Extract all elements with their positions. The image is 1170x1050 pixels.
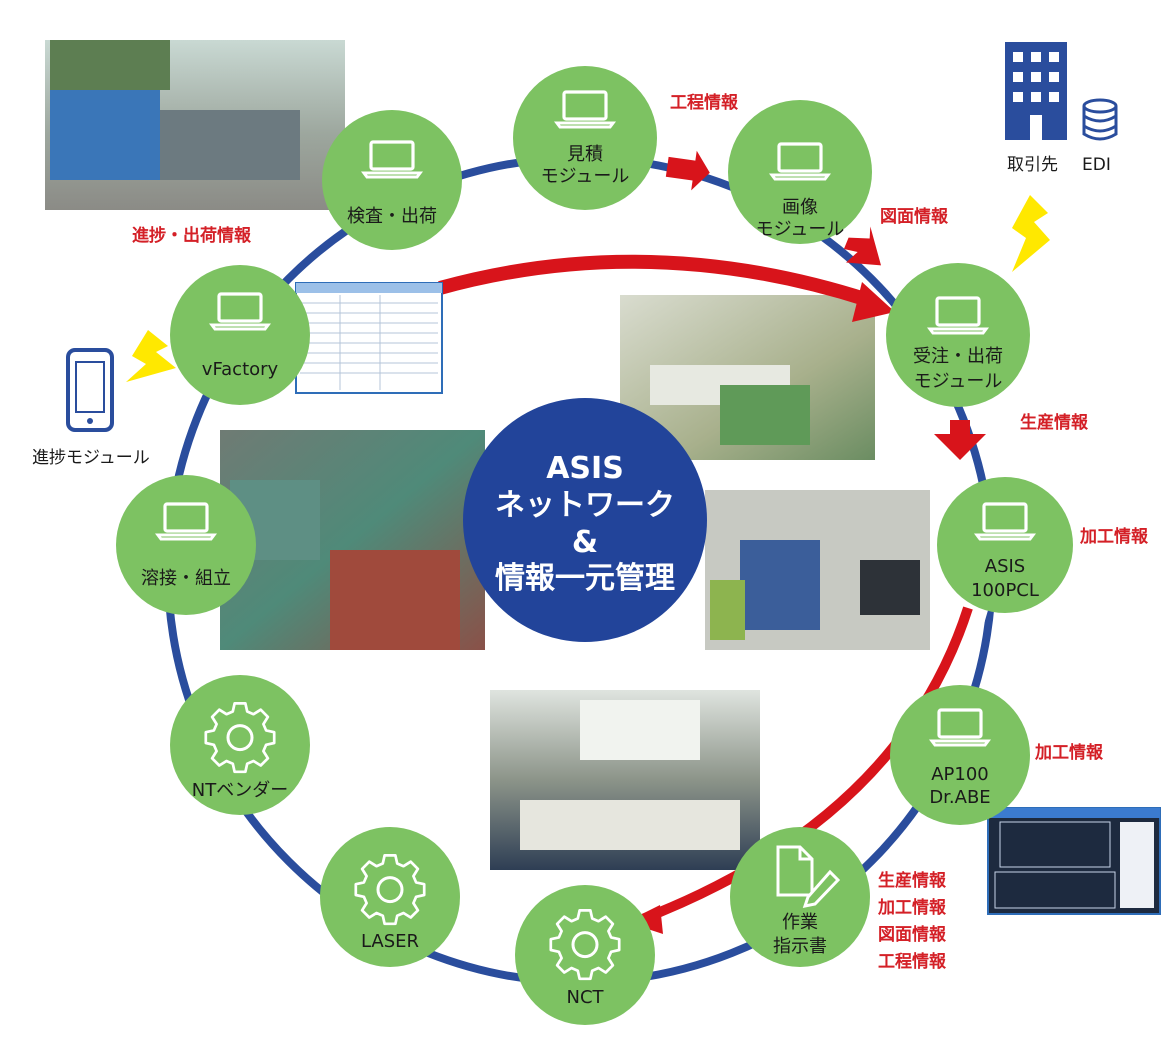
svg-text:NCT: NCT xyxy=(566,987,604,1008)
label-edi: EDI xyxy=(1082,155,1111,175)
data-flow-arrow-vfactory xyxy=(438,254,871,307)
label-shinchoku: 進捗・出荷情報 xyxy=(132,225,252,246)
photo-meeting-room xyxy=(490,690,760,870)
svg-text:モジュール: モジュール xyxy=(914,371,1003,392)
svg-text:100PCL: 100PCL xyxy=(971,580,1039,601)
svg-text:指示書: 指示書 xyxy=(773,936,827,957)
label-zumen: 図面情報 xyxy=(880,206,949,227)
arrow-seisan xyxy=(934,420,986,460)
svg-text:AP100: AP100 xyxy=(931,764,989,785)
vfactory-screenshot xyxy=(295,282,443,394)
node-ntbender[interactable]: NTベンダー xyxy=(170,675,310,815)
photo-truck-depot xyxy=(45,40,345,210)
svg-text:画像: 画像 xyxy=(782,197,818,218)
svg-text:溶接・組立: 溶接・組立 xyxy=(141,568,231,589)
svg-text:vFactory: vFactory xyxy=(202,359,279,380)
center-line-3: & xyxy=(572,525,598,560)
arrow-head xyxy=(852,282,895,322)
label-koutei: 工程情報 xyxy=(670,92,739,113)
center-line-1: ASIS xyxy=(546,451,624,486)
node-laser[interactable]: LASER xyxy=(320,827,460,967)
node-mitsumori[interactable]: 見積 モジュール xyxy=(513,66,657,210)
lightning-bolt-icon xyxy=(1012,195,1050,272)
document-pen-icon xyxy=(776,845,841,908)
smartphone-icon xyxy=(66,348,114,432)
svg-text:作業: 作業 xyxy=(782,912,818,933)
lightning-bolt-icon xyxy=(126,330,176,382)
node-ap100[interactable]: AP100 Dr.ABE xyxy=(890,685,1030,825)
photo-factory-floor xyxy=(220,430,485,650)
node-gazou[interactable]: 画像 モジュール xyxy=(728,100,872,244)
data-flow-line-red xyxy=(638,606,973,925)
arrow-zumen xyxy=(843,226,882,266)
center-line-4: 情報一元管理 xyxy=(495,561,675,596)
node-kensa[interactable]: 検査・出荷 xyxy=(322,110,462,250)
svg-text:LASER: LASER xyxy=(361,931,419,952)
node-vfactory[interactable]: vFactory xyxy=(170,265,310,405)
arrow-koutei xyxy=(665,150,710,191)
svg-text:ASIS: ASIS xyxy=(985,556,1025,577)
svg-text:モジュール: モジュール xyxy=(541,166,630,187)
label-kakou-2: 加工情報 xyxy=(1034,742,1104,763)
svg-text:検査・出荷: 検査・出荷 xyxy=(347,206,437,227)
svg-text:NTベンダー: NTベンダー xyxy=(192,780,288,801)
svg-text:見積: 見積 xyxy=(567,144,603,165)
label-bundle-1: 生産情報 xyxy=(878,870,947,891)
label-bundle-4: 工程情報 xyxy=(878,951,947,972)
node-yousetsu[interactable]: 溶接・組立 xyxy=(116,475,256,615)
photo-cad-operators xyxy=(705,490,930,650)
label-kakou-1: 加工情報 xyxy=(1079,526,1149,547)
label-seisan: 生産情報 xyxy=(1020,412,1089,433)
building-icon xyxy=(1005,42,1067,140)
database-icon xyxy=(1082,98,1118,141)
label-bundle-2: 加工情報 xyxy=(877,897,947,918)
center-line-2: ネットワーク xyxy=(495,488,675,523)
center-circle xyxy=(463,398,707,642)
svg-text:受注・出荷: 受注・出荷 xyxy=(913,346,1003,367)
node-sagyou[interactable]: 作業 指示書 xyxy=(730,827,870,967)
svg-text:Dr.ABE: Dr.ABE xyxy=(929,787,990,808)
label-shinchoku-module: 進捗モジュール xyxy=(32,448,150,468)
label-torihikisaki: 取引先 xyxy=(1007,155,1058,175)
node-nct[interactable]: NCT xyxy=(515,885,655,1025)
node-juchu[interactable]: 受注・出荷 モジュール xyxy=(886,263,1030,407)
label-bundle-3: 図面情報 xyxy=(878,924,947,945)
cad-screenshot xyxy=(987,807,1161,915)
svg-text:モジュール: モジュール xyxy=(756,219,845,240)
node-asis100[interactable]: ASIS 100PCL xyxy=(937,477,1073,613)
